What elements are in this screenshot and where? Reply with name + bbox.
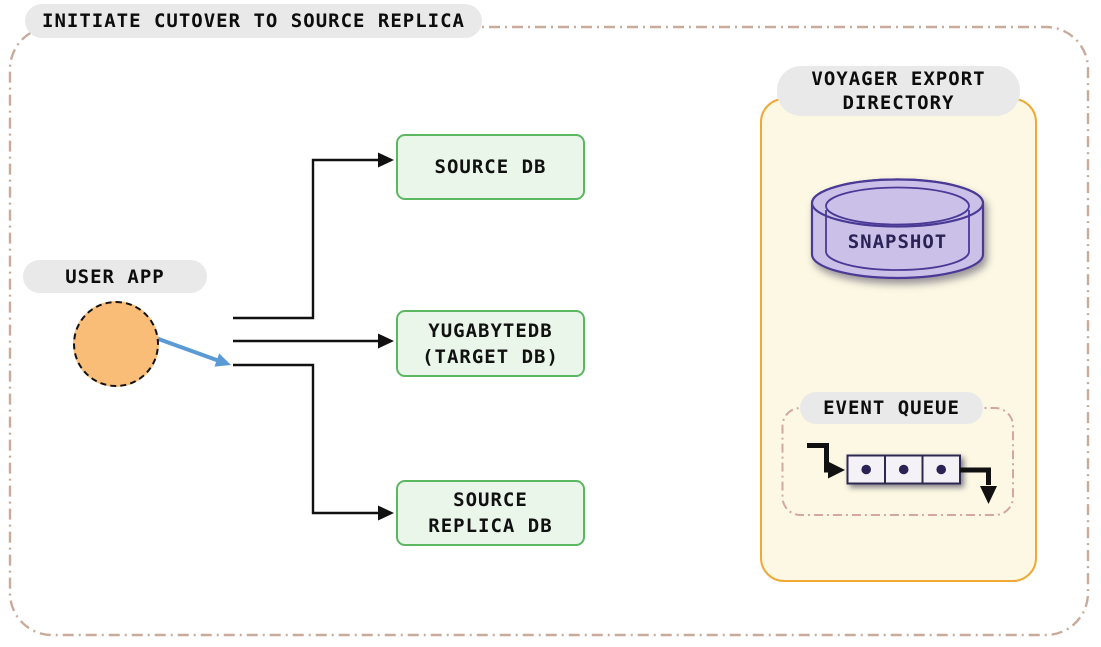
- source-db-label: SOURCE DB: [434, 156, 547, 178]
- source-db-node: SOURCE DB: [396, 134, 585, 200]
- arrowhead-target-db: [378, 333, 394, 349]
- voyager-export-directory-box: [760, 98, 1037, 582]
- arrowhead-source-db: [378, 152, 394, 168]
- user-app-node: [73, 301, 159, 387]
- cutover-arrowhead: [214, 353, 231, 367]
- connector-to-source-db: [233, 152, 394, 320]
- source-replica-label-line2: REPLICA DB: [428, 515, 553, 537]
- connector-to-target-db: [233, 333, 394, 349]
- connector-to-source-replica-db: [233, 363, 394, 521]
- yugabytedb-label-line2: (TARGET DB): [422, 345, 559, 368]
- arrowhead-source-replica-db: [378, 505, 394, 521]
- cutover-arrow: [152, 335, 231, 367]
- diagram-title: INITIATE CUTOVER TO SOURCE REPLICA: [25, 4, 482, 38]
- event-queue-label: EVENT QUEUE: [800, 392, 983, 424]
- source-replica-db-node: SOURCE REPLICA DB: [396, 480, 585, 546]
- yugabytedb-target-node: YUGABYTEDB (TARGET DB): [396, 310, 585, 377]
- voyager-export-directory-label: VOYAGER EXPORT DIRECTORY: [777, 66, 1020, 116]
- user-app-label: USER APP: [23, 260, 207, 293]
- source-replica-label-line1: SOURCE: [453, 489, 528, 511]
- yugabytedb-label-line1: YUGABYTEDB: [428, 319, 553, 342]
- snapshot-label: SNAPSHOT: [847, 231, 948, 253]
